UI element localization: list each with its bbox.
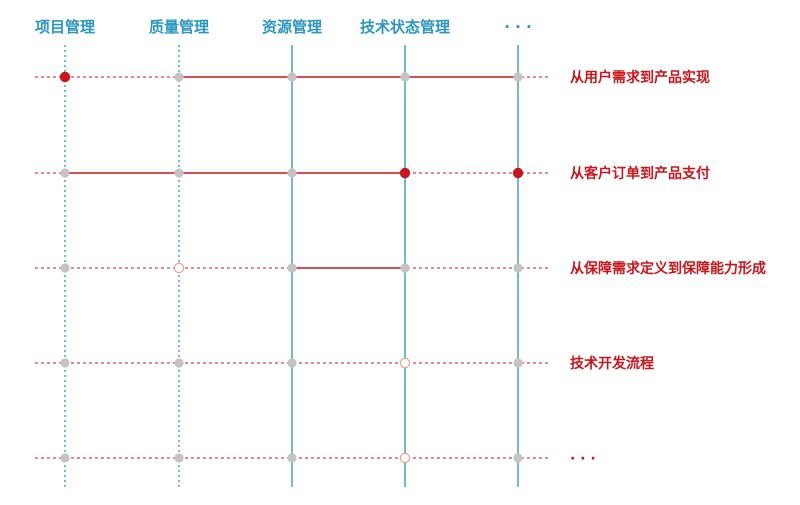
red-circle-icon bbox=[399, 167, 411, 179]
column-header-1: 项目管理 bbox=[35, 18, 95, 36]
gray-circle-icon bbox=[287, 168, 297, 178]
gray-circle-icon bbox=[174, 453, 184, 463]
hollow-circle-icon bbox=[399, 452, 411, 464]
gray-circle-icon bbox=[287, 72, 297, 82]
red-circle-icon bbox=[512, 167, 524, 179]
row-labels: 从用户需求到产品实现从客户订单到产品支付从保障需求定义到保障能力形成技术开发流程… bbox=[570, 69, 766, 467]
gray-circle-icon bbox=[174, 168, 184, 178]
column-headers: 项目管理 质量管理 资源管理 技术状态管理 · · · bbox=[35, 18, 532, 36]
hollow-circle-icon bbox=[173, 262, 185, 274]
column-header-4: 技术状态管理 bbox=[360, 18, 450, 36]
gray-circle-icon bbox=[60, 358, 70, 368]
hollow-circle-icon bbox=[399, 357, 411, 369]
gray-circle-icon bbox=[400, 72, 410, 82]
gray-circle-icon bbox=[513, 358, 523, 368]
row-label-3: 从保障需求定义到保障能力形成 bbox=[570, 260, 766, 277]
gray-circle-icon bbox=[60, 263, 70, 273]
gray-circle-icon bbox=[513, 72, 523, 82]
row-label-4: 技术开发流程 bbox=[570, 355, 654, 372]
column-header-5: · · · bbox=[504, 18, 532, 36]
gray-circle-icon bbox=[287, 358, 297, 368]
intersection-nodes bbox=[59, 71, 524, 464]
row-lines bbox=[35, 76, 550, 459]
gray-circle-icon bbox=[400, 263, 410, 273]
column-header-3: 资源管理 bbox=[262, 18, 322, 36]
row-label-2: 从客户订单到产品支付 bbox=[570, 165, 710, 182]
column-header-2: 质量管理 bbox=[149, 18, 209, 36]
red-circle-icon bbox=[59, 71, 71, 83]
gray-circle-icon bbox=[60, 168, 70, 178]
gray-circle-icon bbox=[287, 263, 297, 273]
gray-circle-icon bbox=[174, 358, 184, 368]
gray-circle-icon bbox=[513, 263, 523, 273]
row-label-5: · · · bbox=[570, 451, 596, 467]
gray-circle-icon bbox=[60, 453, 70, 463]
gray-circle-icon bbox=[174, 72, 184, 82]
row-label-1: 从用户需求到产品实现 bbox=[570, 69, 710, 86]
gray-circle-icon bbox=[513, 453, 523, 463]
gray-circle-icon bbox=[287, 453, 297, 463]
